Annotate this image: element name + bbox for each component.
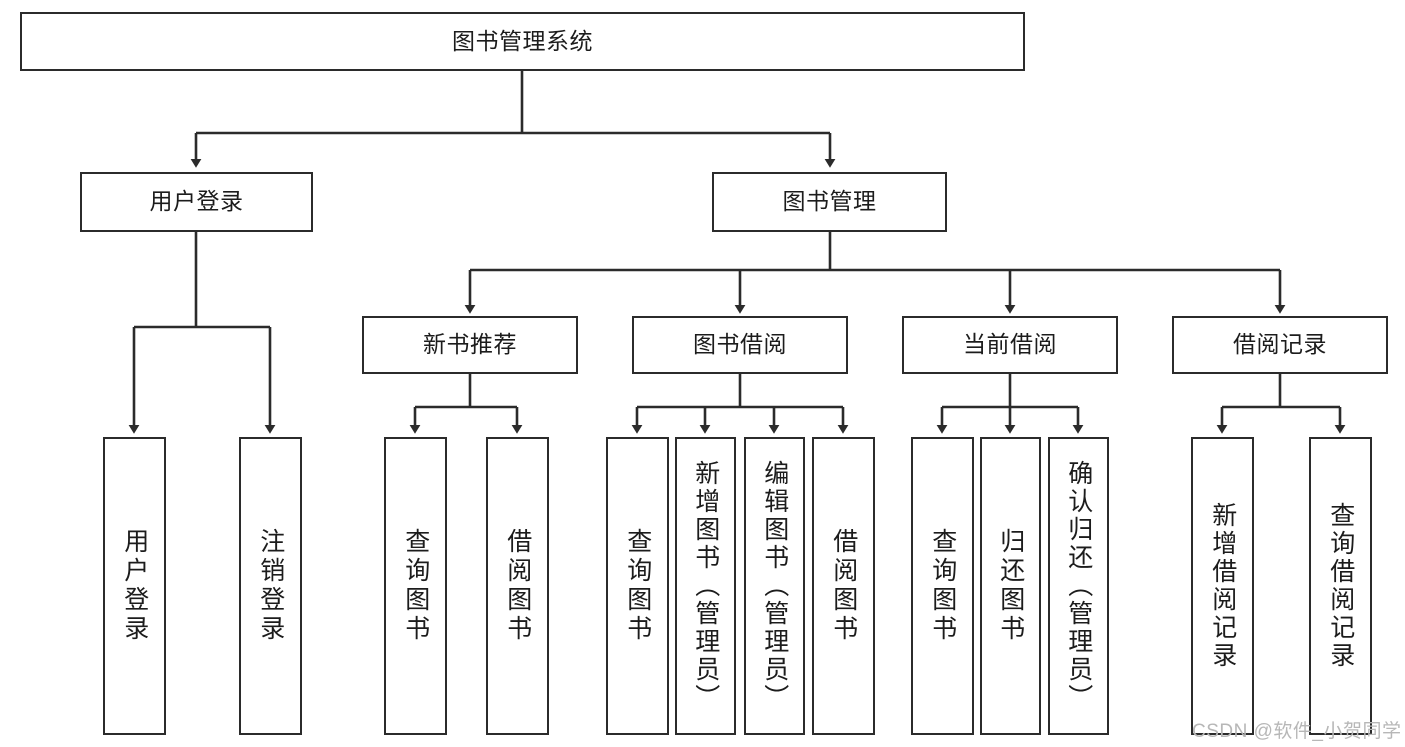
node-root[interactable]: 图书管理系统: [20, 12, 1025, 71]
leaf-user-login[interactable]: 用户登录: [103, 437, 166, 735]
node-label: 图书管理: [782, 188, 877, 215]
node-label: 借阅图书: [503, 528, 532, 644]
leaf-query-book-current[interactable]: 查询图书: [911, 437, 974, 735]
node-label: 借阅图书: [829, 528, 858, 644]
node-label: 用户登录: [120, 528, 149, 644]
node-label: 注销登录: [256, 528, 285, 644]
node-label: 查询图书: [401, 528, 430, 644]
leaf-add-borrow-record[interactable]: 新增借阅记录: [1191, 437, 1254, 735]
leaf-query-book-newbook[interactable]: 查询图书: [384, 437, 447, 735]
node-new-book-recommend[interactable]: 新书推荐: [362, 316, 578, 374]
node-book-borrow[interactable]: 图书借阅: [632, 316, 848, 374]
node-label: 新书推荐: [423, 331, 517, 358]
leaf-logout[interactable]: 注销登录: [239, 437, 302, 735]
leaf-add-book-admin[interactable]: 新增图书（管理员）: [675, 437, 736, 735]
node-label: 新增图书（管理员）: [691, 460, 720, 712]
csdn-watermark: CSDN @软件_小贺同学: [1192, 721, 1402, 742]
leaf-borrow-book[interactable]: 借阅图书: [812, 437, 875, 735]
node-user-login[interactable]: 用户登录: [80, 172, 313, 232]
node-label: 查询图书: [623, 528, 652, 644]
leaf-borrow-book-newbook[interactable]: 借阅图书: [486, 437, 549, 735]
node-label: 用户登录: [149, 188, 244, 215]
node-label: 确认归还（管理员）: [1064, 460, 1093, 712]
node-label: 查询借阅记录: [1326, 502, 1355, 670]
leaf-confirm-return-admin[interactable]: 确认归还（管理员）: [1048, 437, 1109, 735]
node-current-borrow[interactable]: 当前借阅: [902, 316, 1118, 374]
node-label: 查询图书: [928, 528, 957, 644]
node-label: 编辑图书（管理员）: [760, 460, 789, 712]
node-book-management[interactable]: 图书管理: [712, 172, 947, 232]
leaf-query-borrow-record[interactable]: 查询借阅记录: [1309, 437, 1372, 735]
node-label: 借阅记录: [1233, 331, 1327, 358]
node-label: 当前借阅: [963, 331, 1057, 358]
leaf-query-book-borrow[interactable]: 查询图书: [606, 437, 669, 735]
leaf-return-book[interactable]: 归还图书: [980, 437, 1041, 735]
node-label: 图书借阅: [693, 331, 787, 358]
node-borrow-record[interactable]: 借阅记录: [1172, 316, 1388, 374]
node-label: 新增借阅记录: [1208, 502, 1237, 670]
node-label: 图书管理系统: [452, 27, 593, 54]
leaf-edit-book-admin[interactable]: 编辑图书（管理员）: [744, 437, 805, 735]
node-label: 归还图书: [996, 528, 1025, 644]
